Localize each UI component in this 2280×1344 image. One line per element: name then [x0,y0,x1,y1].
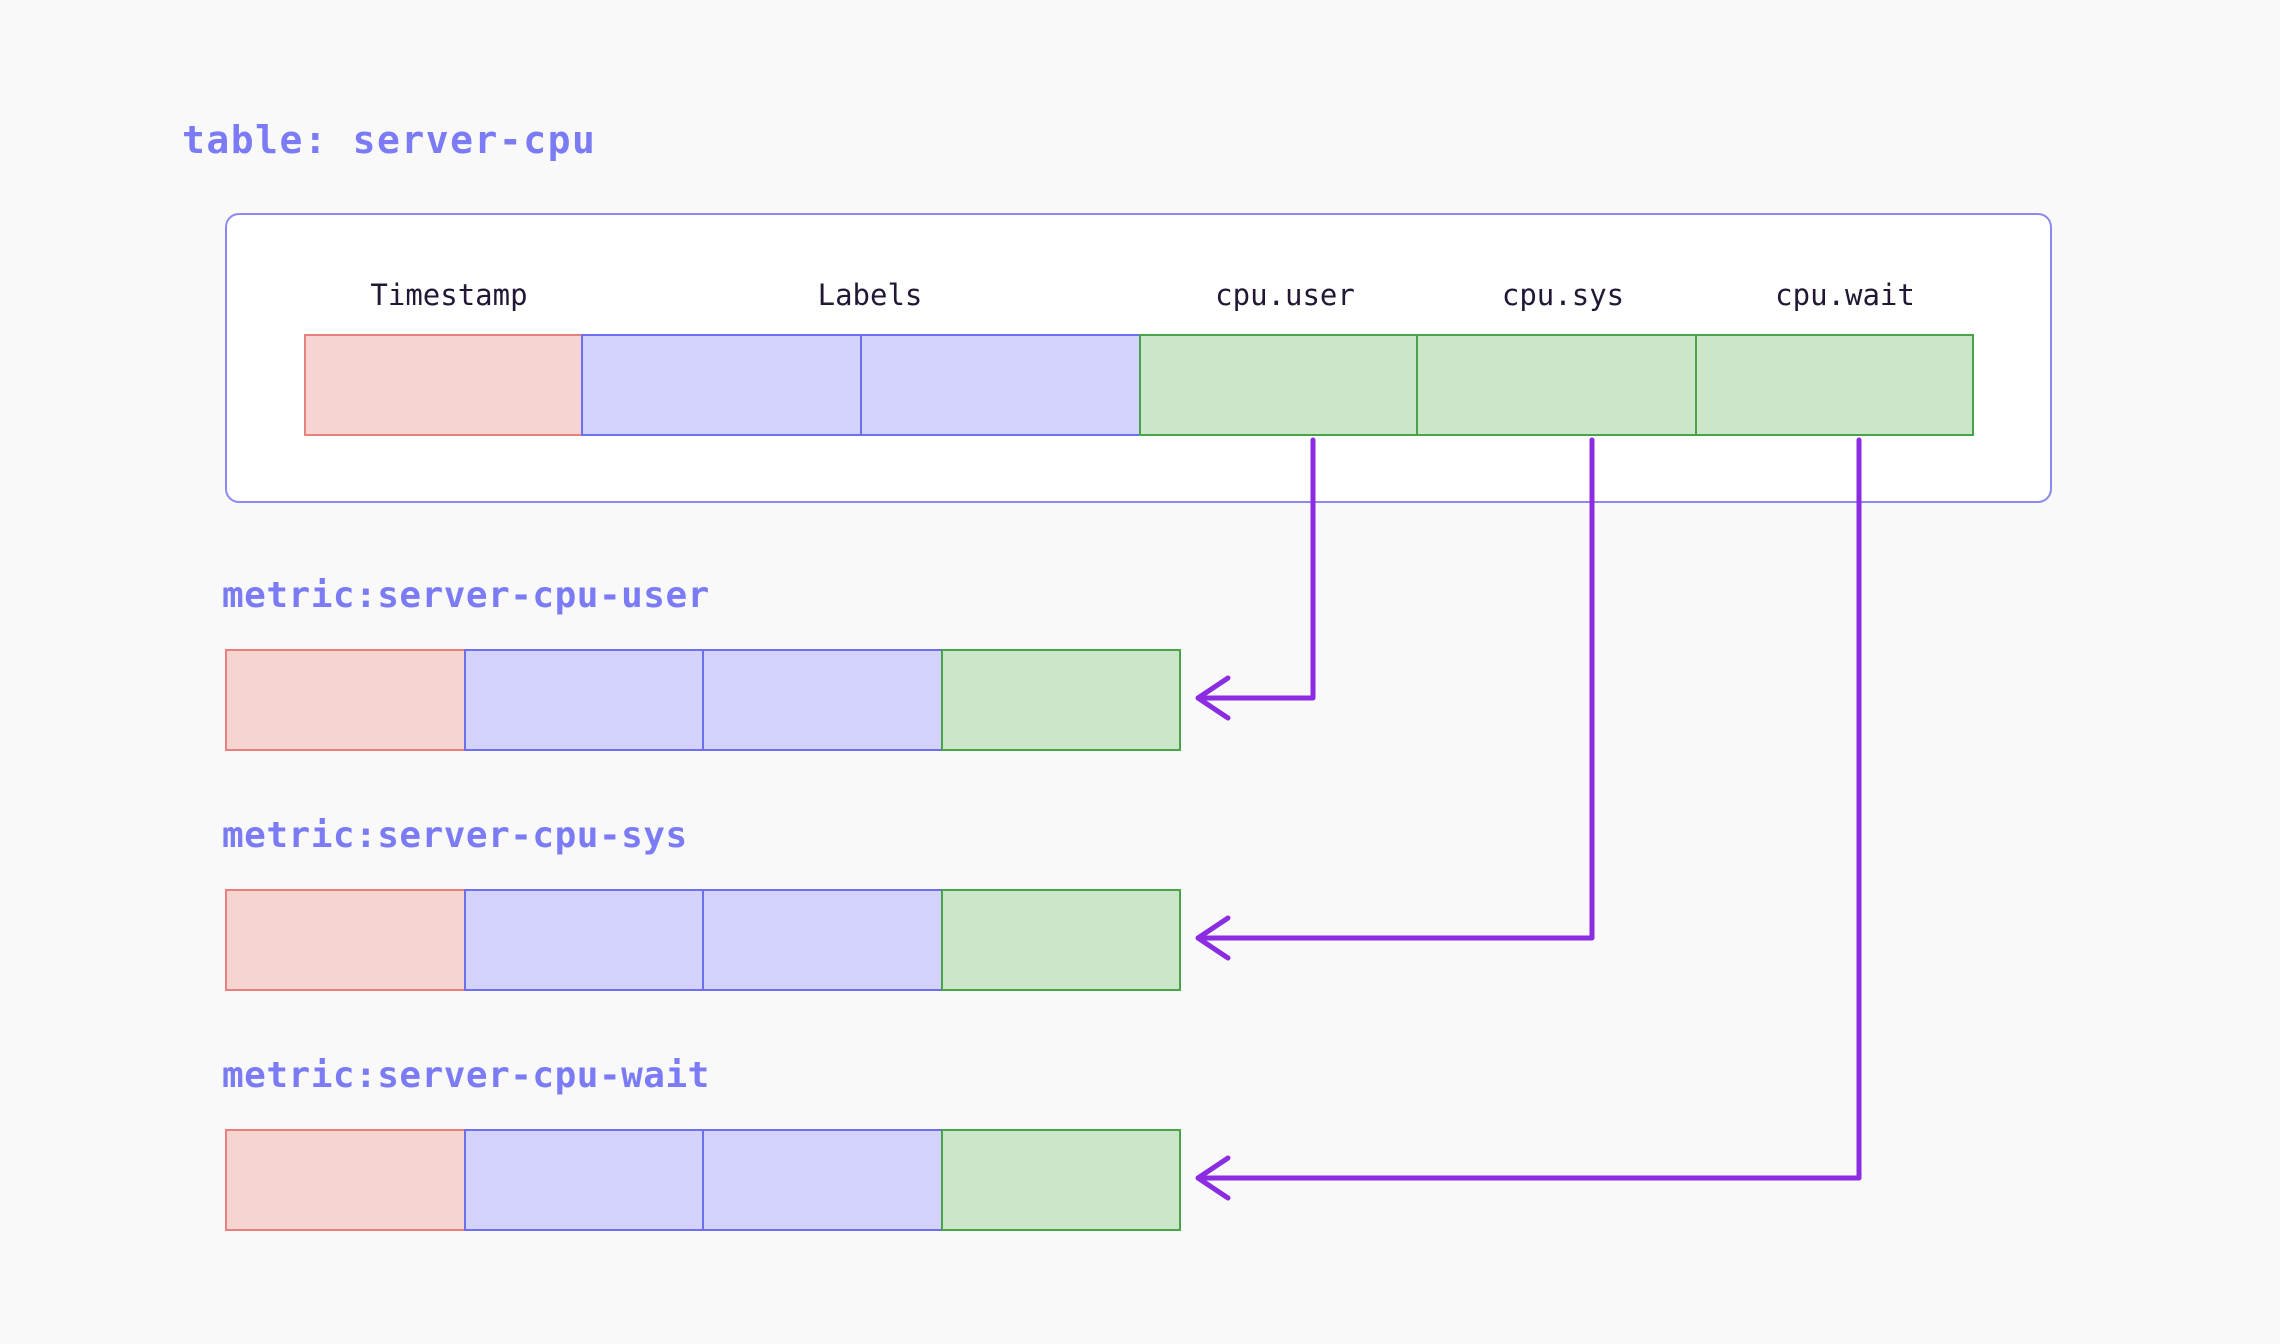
column-header-labels: Labels [817,278,923,312]
metric-cell-value [940,649,1181,751]
metric-row-sys [225,889,1181,991]
column-header-cpu-sys: cpu.sys [1501,278,1625,312]
metric-cell-timestamp [225,649,466,751]
metric-cell-labels-2 [702,649,943,751]
arrow-cpu-sys [1195,437,1595,961]
column-header-cpu-wait: cpu.wait [1775,278,1915,312]
metric-cell-labels-1 [463,889,704,991]
column-header-cpu-user: cpu.user [1215,278,1355,312]
table-cell-cpu-user [1139,334,1418,436]
table-cell-labels-2 [860,334,1141,436]
column-header-timestamp: Timestamp [370,278,528,312]
metric-cell-timestamp [225,1129,466,1231]
metric-cell-labels-1 [463,1129,704,1231]
metric-cell-labels-1 [463,649,704,751]
metric-cell-labels-2 [702,889,943,991]
table-cell-labels-1 [581,334,862,436]
metric-row-user [225,649,1181,751]
metric-cell-labels-2 [702,1129,943,1231]
table-cell-cpu-sys [1416,334,1697,436]
metric-cell-value [940,1129,1181,1231]
metric-title-sys: metric:server-cpu-sys [222,815,688,856]
table-cell-timestamp [304,334,583,436]
metric-row-wait [225,1129,1181,1231]
table-cell-cpu-wait [1695,334,1974,436]
table-title: table: server-cpu [182,118,597,162]
metric-cell-value [940,889,1181,991]
table-row [304,334,1974,436]
arrow-cpu-wait [1195,437,1862,1201]
metric-title-wait: metric:server-cpu-wait [222,1055,710,1096]
metric-title-user: metric:server-cpu-user [222,575,710,616]
metric-cell-timestamp [225,889,466,991]
